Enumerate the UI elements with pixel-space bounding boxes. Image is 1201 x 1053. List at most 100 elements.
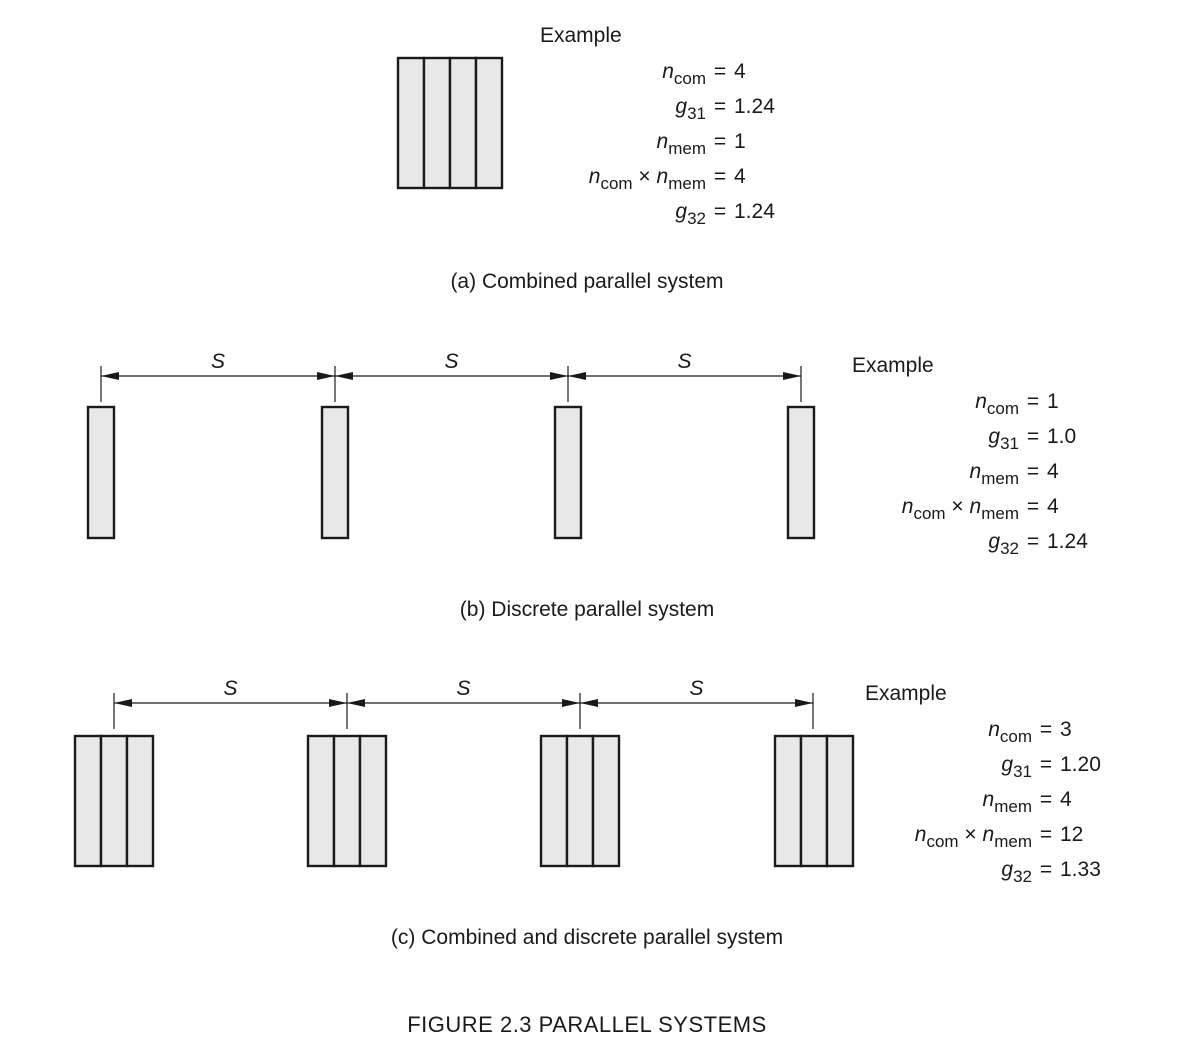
laminate-piece [825,734,855,868]
equation-row: ncom = 3 [988,718,1072,746]
equation-row: ncom = 1 [975,390,1059,418]
laminate-piece [396,56,426,190]
equation-symbol: g32 [675,200,706,228]
equation-value: 1.24 [734,200,775,223]
equation-value: 4 [1047,495,1059,518]
spacing-label: S [223,677,237,700]
equals-sign: = [1027,425,1039,448]
equation-row: nmem=4 [970,460,1059,488]
laminate-piece [320,405,350,540]
equation-row: g32=1.24 [988,530,1088,558]
equation-row: ncom × nmem=4 [902,495,1059,523]
example-heading: Example [865,682,947,705]
equation-symbol: ncom [988,718,1032,746]
equation-row: g32 = 1.24 [675,200,775,228]
equation-value: 4 [1047,460,1059,483]
laminate-piece [591,734,621,868]
spacing-label: S [444,350,458,373]
equation-symbol: ncom [662,60,706,88]
equation-row: ncom × nmem = 12 [915,823,1084,851]
laminate-piece [799,734,829,868]
equals-sign: = [1040,753,1052,776]
arrowhead [335,372,353,380]
figure-title: FIGURE 2.3 PARALLEL SYSTEMS [407,1012,767,1037]
laminate-piece [358,734,388,868]
arrowhead [347,699,365,707]
equals-sign: = [714,200,726,223]
equation-value: 4 [1060,788,1072,811]
laminate-piece [73,734,103,868]
equation-symbol: g31 [675,95,706,123]
laminate-piece [565,734,595,868]
arrowhead [329,699,347,707]
spacing-label: S [211,350,225,373]
laminate-piece [786,405,816,540]
equation-value: 1.20 [1060,753,1101,776]
equation-row: nmem=1 [657,130,746,158]
equation-value: 1.33 [1060,858,1101,881]
equation-row: ncom=4 [662,60,746,88]
equation-symbol: g31 [988,425,1019,453]
equals-sign: = [714,95,726,118]
member-group [539,734,621,868]
laminate-piece [474,56,504,190]
spacing-label: S [677,350,691,373]
laminate-piece [773,734,803,868]
equation-value: 1.24 [1047,530,1088,553]
equals-sign: = [1040,858,1052,881]
equation-row: g31=1.20 [1001,753,1100,781]
panel-caption: (b) Discrete parallel system [460,598,714,621]
equation-symbol: nmem [983,788,1032,816]
equation-symbol: ncom × nmem [902,495,1019,523]
panel-caption: (c) Combined and discrete parallel syste… [391,926,783,949]
spacing-label: S [456,677,470,700]
equation-symbol: ncom × nmem [915,823,1032,851]
equals-sign: = [1040,823,1052,846]
arrowhead [568,372,586,380]
equals-sign: = [714,165,726,188]
spacing-label: S [689,677,703,700]
equation-row: g32 = 1.33 [1001,858,1100,886]
laminate-piece [99,734,129,868]
equals-sign: = [1040,718,1052,741]
member-group [553,405,583,540]
arrowhead [783,372,801,380]
arrowhead [795,699,813,707]
equation-value: 1.24 [734,95,775,118]
member-group [306,734,388,868]
member-group [86,405,116,540]
member-group [773,734,855,868]
arrowhead [562,699,580,707]
equation-value: 3 [1060,718,1072,741]
equation-row: g31=1.0 [988,425,1076,453]
equation-value: 1 [1047,390,1059,413]
equals-sign: = [714,130,726,153]
panel-caption: (a) Combined parallel system [450,270,723,293]
laminate-piece [553,405,583,540]
equation-symbol: g32 [1001,858,1032,886]
laminate-piece [86,405,116,540]
arrowhead [580,699,598,707]
member-group [320,405,350,540]
equals-sign: = [714,60,726,83]
arrowhead [317,372,335,380]
equation-row: ncom × nmem=4 [589,165,746,193]
equation-symbol: ncom [975,390,1019,418]
equation-symbol: nmem [970,460,1019,488]
equation-value: 12 [1060,823,1083,846]
equation-row: nmem=4 [983,788,1072,816]
equals-sign: = [1027,390,1039,413]
equation-symbol: ncom × nmem [589,165,706,193]
equals-sign: = [1027,530,1039,553]
example-heading: Example [852,354,934,377]
laminate-piece [306,734,336,868]
laminate-piece [125,734,155,868]
member-group [396,56,504,190]
equation-value: 1 [734,130,746,153]
